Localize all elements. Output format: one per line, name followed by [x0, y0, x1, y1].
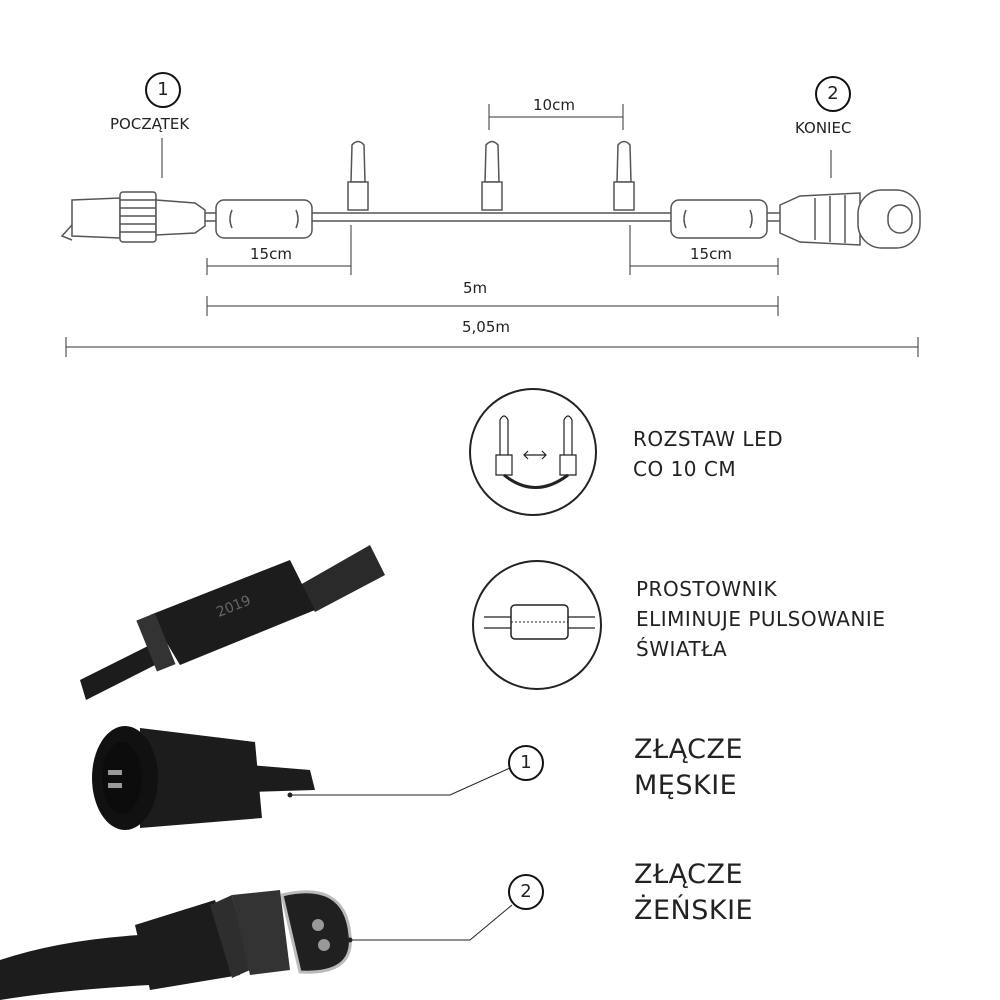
connector-line: ŻEŃSKIE: [634, 895, 754, 926]
lit-length-dimension: 5m: [463, 279, 488, 297]
rectifier-photo: 2019: [80, 545, 385, 700]
start-label: POCZĄTEK: [110, 115, 190, 133]
light-chain-drawing: [60, 140, 921, 249]
male-connector-number-badge: 1: [508, 745, 544, 781]
female-connector-number-badge: 2: [508, 874, 544, 910]
led-spacing-icon: [469, 388, 597, 516]
feature-line: PROSTOWNIK: [636, 577, 778, 601]
dimension-lines: [65, 104, 919, 357]
start-number-badge: 1: [145, 72, 181, 108]
feature-led-spacing-text: ROZSTAW LED CO 10 CM: [633, 424, 783, 484]
connector-line: ZŁĄCZE: [634, 859, 744, 890]
total-length-dimension: 5,05m: [462, 318, 511, 336]
connector-line: ZŁĄCZE: [634, 734, 744, 765]
lead-right-dimension: 15cm: [690, 245, 732, 263]
male-connector-label: ZŁĄCZE MĘSKIE: [634, 732, 743, 804]
end-label: KONIEC: [795, 119, 852, 137]
feature-line: ŚWIATŁA: [636, 637, 728, 661]
feature-line: ELIMINUJE PULSOWANIE: [636, 607, 886, 631]
lead-left-dimension: 15cm: [250, 245, 292, 263]
end-number-badge: 2: [815, 76, 851, 112]
feature-rectifier-text: PROSTOWNIK ELIMINUJE PULSOWANIE ŚWIATŁA: [636, 574, 885, 664]
feature-line: CO 10 CM: [633, 457, 737, 481]
female-connector-label: ZŁĄCZE ŻEŃSKIE: [634, 857, 753, 929]
connector-line: MĘSKIE: [634, 770, 738, 801]
female-connector-photo: [0, 890, 352, 1000]
feature-line: ROZSTAW LED: [633, 427, 784, 451]
male-connector-photo: [92, 726, 315, 830]
rectifier-icon: [472, 560, 602, 690]
leader-lines: [287, 767, 513, 943]
led-spacing-dimension: 10cm: [533, 96, 575, 114]
